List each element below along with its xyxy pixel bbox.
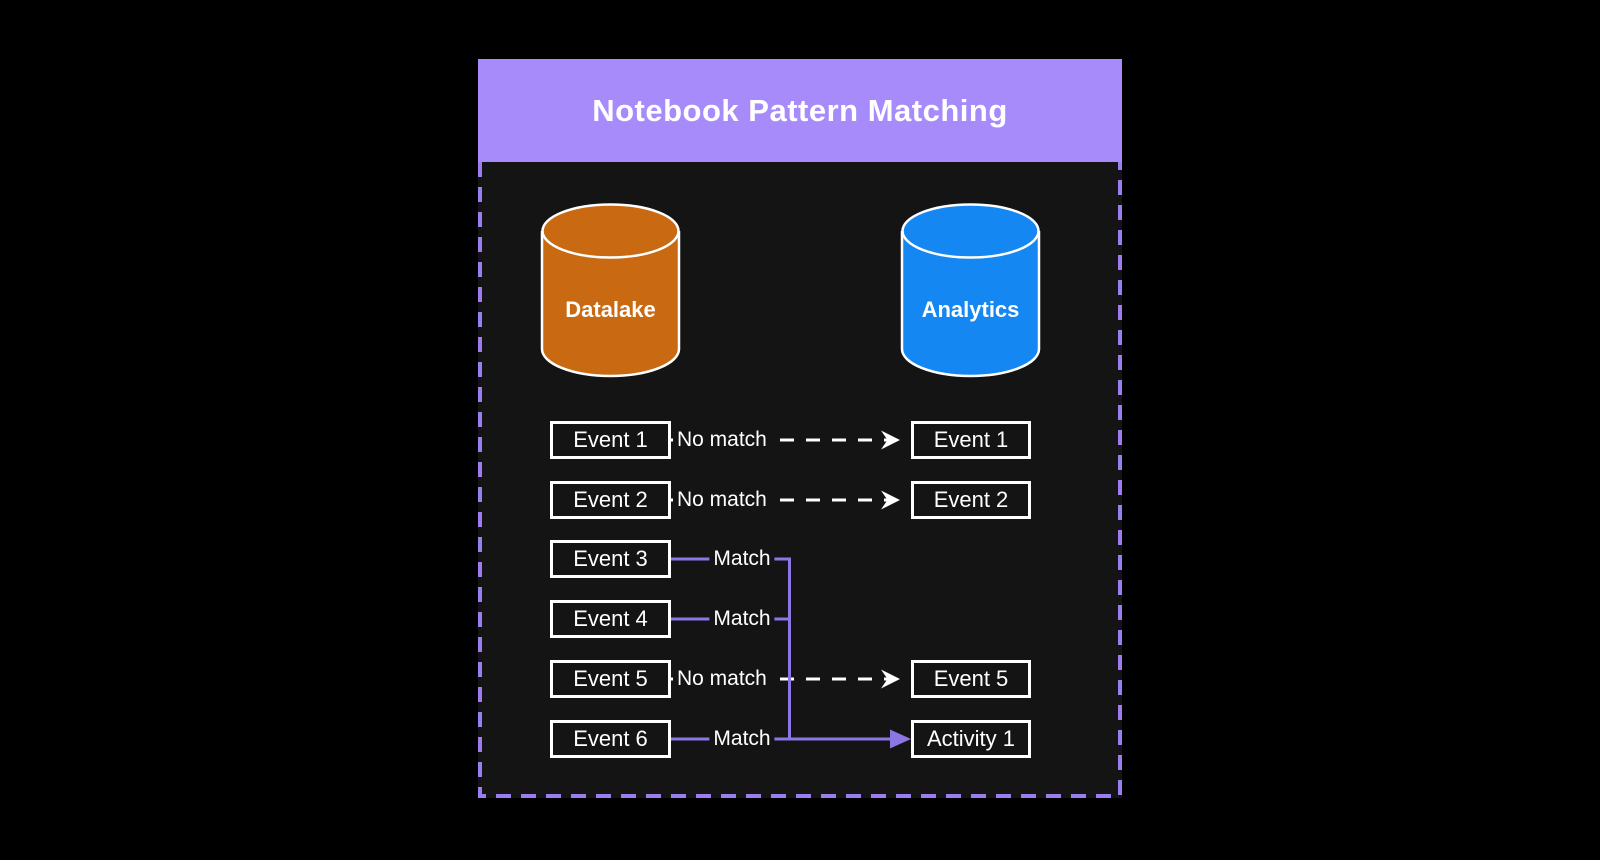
cylinder-top [541, 203, 680, 259]
analytics-cylinder: Analytics [900, 202, 1041, 378]
edge-label-match-6: Match [709, 725, 775, 753]
node-label: Event 2 [573, 487, 648, 512]
diagram-panel: Datalake Analytics Event 1 Event 2 Event… [478, 162, 1122, 798]
event-node-target-5: Event 5 [911, 660, 1031, 698]
activity-node: Activity 1 [911, 720, 1031, 758]
event-node-source-1: Event 1 [550, 421, 671, 459]
event-node-source-6: Event 6 [550, 720, 671, 758]
edge-label-match-3: Match [709, 545, 775, 573]
event-node-source-3: Event 3 [550, 540, 671, 578]
node-label: Event 5 [933, 666, 1009, 691]
arrow-head-icon [881, 669, 900, 689]
event-node-target-1: Event 1 [911, 421, 1031, 459]
edge-label-no-match-1: No match [673, 426, 771, 454]
diagram-title: Notebook Pattern Matching [592, 92, 1008, 128]
node-label: Event 1 [573, 427, 648, 452]
node-label: Event 3 [573, 546, 648, 571]
diagram-title-bar: Notebook Pattern Matching [478, 59, 1122, 162]
datalake-label: Datalake [565, 297, 656, 322]
edge-label-no-match-2: No match [673, 486, 771, 514]
analytics-label: Analytics [921, 297, 1020, 322]
event-node-source-4: Event 4 [550, 600, 671, 638]
cylinder-top [901, 203, 1040, 259]
datalake-cylinder: Datalake [540, 202, 681, 378]
event-node-source-2: Event 2 [550, 481, 671, 519]
node-label: Event 5 [573, 666, 648, 691]
arrow-head-icon [881, 430, 900, 450]
node-label: Activity 1 [926, 726, 1016, 751]
arrow-head-icon [890, 729, 911, 749]
node-label: Event 2 [933, 487, 1009, 512]
node-label: Event 4 [573, 606, 648, 631]
diagram: Notebook Pattern Matching [478, 59, 1122, 798]
arrow-head-icon [881, 490, 900, 510]
panel-dashed-border [478, 162, 1122, 798]
cylinder-body [540, 231, 681, 378]
node-label: Event 1 [933, 427, 1009, 452]
event-node-target-2: Event 2 [911, 481, 1031, 519]
cylinder-body [900, 231, 1041, 378]
edge-label-match-4: Match [709, 605, 775, 633]
node-label: Event 6 [573, 726, 648, 751]
event-node-source-5: Event 5 [550, 660, 671, 698]
edge-label-no-match-5: No match [673, 665, 771, 693]
